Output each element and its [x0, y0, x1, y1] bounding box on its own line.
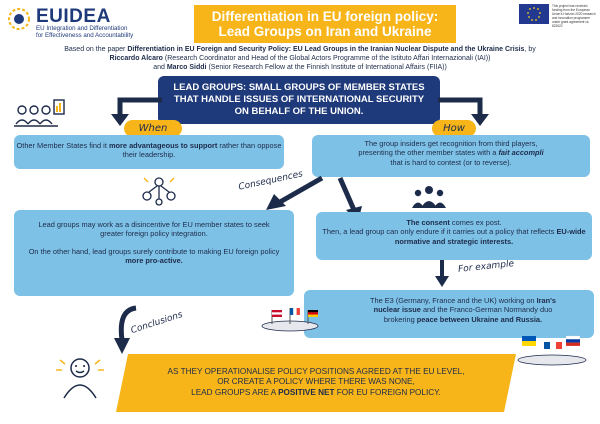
euidea-logo: EUIDEA EU Integration and Differentiatio… [6, 6, 166, 40]
example-box: The E3 (Germany, France and the UK) work… [304, 290, 594, 338]
when-label: When [124, 120, 182, 137]
lead-line-2: THAT HANDLE ISSUES OF INTERNATIONAL SECU… [173, 94, 425, 105]
lead-line-3: ON BEHALF OF THE UNION. [234, 106, 364, 117]
lead-line-1: LEAD GROUPS: SMALL GROUPS OF MEMBER STAT… [173, 82, 425, 93]
logo-subtitle: EU Integration and Differentiation for E… [36, 25, 134, 39]
logo-wordmark: EUIDEA [36, 6, 111, 27]
flag-handshake-icon [517, 335, 587, 366]
eu-flag-icon [519, 4, 549, 24]
consequences-left-box: Lead groups may work as a disincentive f… [14, 210, 294, 296]
conclusion-banner: AS THEY OPERATIONALISE POLICY POSITIONS … [116, 354, 516, 412]
how-box: The group insiders get recognition from … [312, 135, 590, 177]
for-example-label: For example [457, 259, 515, 275]
how-label: How [432, 120, 476, 137]
arrow-to-when [111, 97, 162, 126]
arrow-for-example [435, 260, 449, 287]
lead-groups-definition: LEAD GROUPS: SMALL GROUPS OF MEMBER STAT… [158, 76, 440, 124]
title-banner: Differentiation in EU foreign policy: Le… [194, 5, 456, 43]
title-line-2: Lead Groups on Iran and Ukraine [218, 24, 432, 39]
consequences-right-box: The consent comes ex post. Then, a lead … [316, 212, 592, 260]
flags-table-icon [261, 308, 319, 332]
arrow-consequences-left [266, 176, 324, 210]
people-network-icon [142, 177, 176, 206]
arrow-conclusions [114, 305, 137, 354]
meeting-icon [14, 99, 65, 127]
person-icon [56, 358, 104, 399]
funding-note: This project has received funding from t… [552, 4, 596, 28]
title-line-1: Differentiation in EU foreign policy: [211, 9, 439, 24]
arrow-to-how [438, 97, 489, 126]
group-icon [412, 186, 446, 208]
stars-circle-icon [8, 8, 30, 30]
subtitle: Based on the paper Differentiation in EU… [64, 46, 536, 71]
when-box: Other Member States find it more advanta… [14, 135, 284, 169]
